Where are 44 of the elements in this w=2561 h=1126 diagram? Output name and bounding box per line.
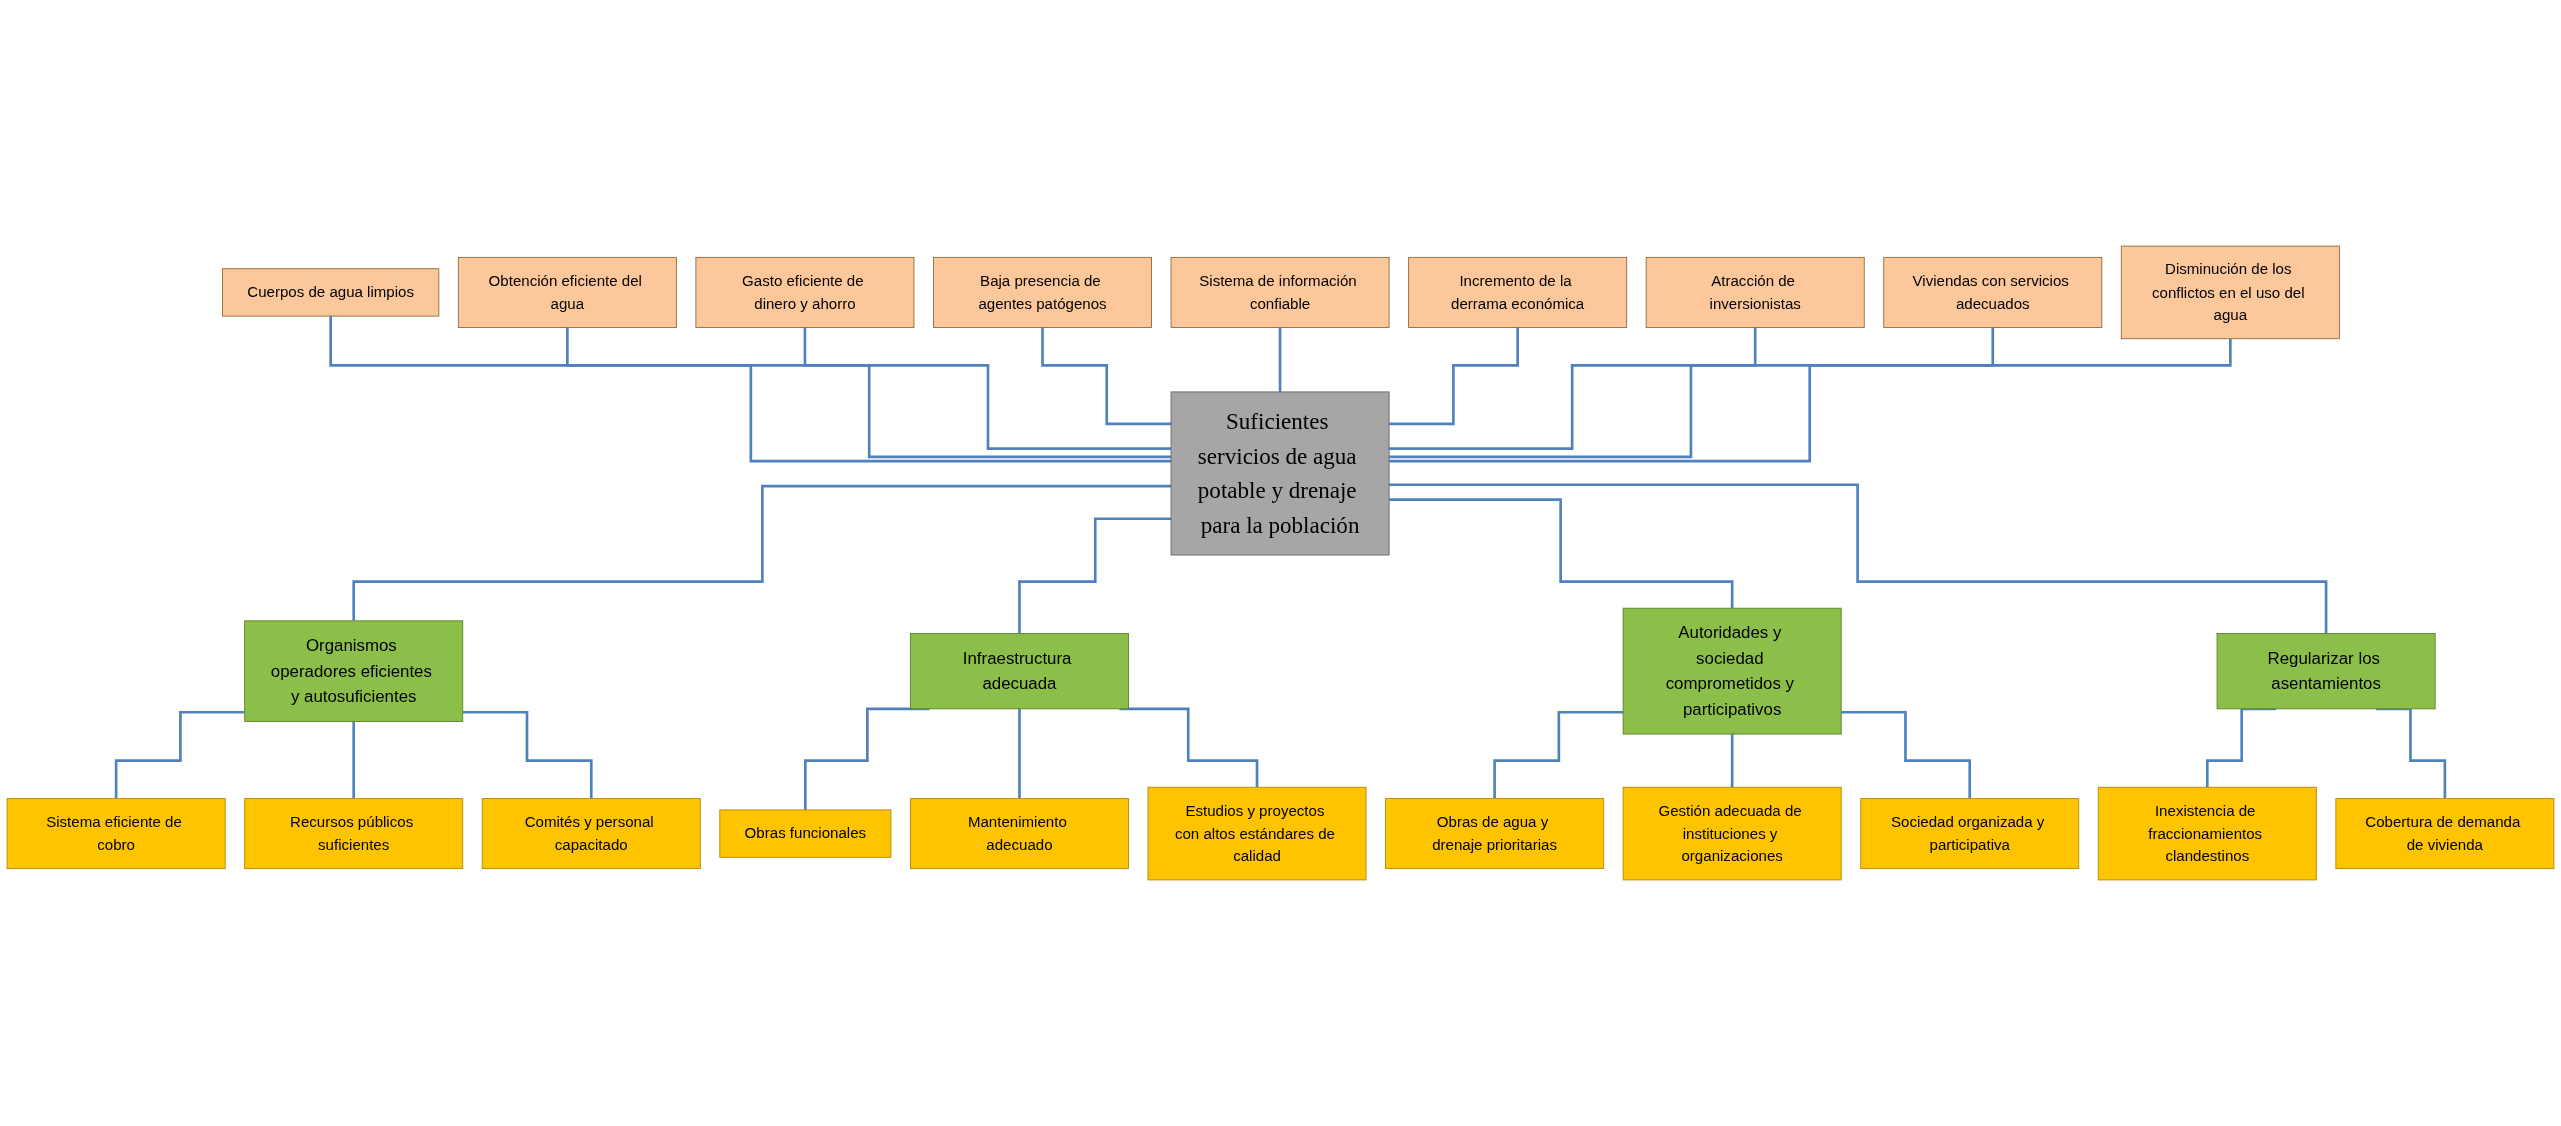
node-box: Cuerpos de agua limpios: [222, 268, 440, 317]
node-box: Obras de agua y drenaje prioritarias: [1385, 798, 1605, 870]
connector: [1493, 710, 1624, 800]
node-box: Viviendas con servicios adecuados: [1883, 256, 2103, 328]
connector: [352, 720, 356, 800]
node-box: Autoridades y sociedad comprometidos y participativos: [1622, 607, 1842, 735]
node-box: Incremento de la derrama económica: [1408, 256, 1628, 328]
node-box: Gasto eficiente de dinero y ahorro: [695, 256, 915, 328]
node-box: Obras funcionales: [719, 809, 892, 858]
connector: [1389, 326, 1519, 426]
connector: [1389, 326, 1995, 459]
node-box: Sistema eficiente de cobro: [6, 798, 226, 870]
connector: [114, 710, 245, 800]
connector: [1018, 707, 1021, 800]
node-box: Atracción de inversionistas: [1645, 256, 1865, 328]
node-box: Suficientes servicios de agua potable y drenaje para la población: [1170, 391, 1390, 556]
connector: [2205, 707, 2277, 789]
connector: [1041, 326, 1172, 426]
node-box: Sociedad organizada y participativa: [1860, 798, 2080, 870]
node-box: Mantenimiento adecuado: [909, 798, 1129, 870]
connector: [1389, 326, 1757, 450]
connector: [462, 710, 593, 800]
node-box: Disminución de los conflictos en el uso del agua: [2120, 245, 2340, 340]
node-box: Infraestructura adecuada: [909, 633, 1129, 710]
connector: [1841, 710, 1972, 800]
connector: [1119, 707, 1259, 789]
node-box: Cobertura de demanda de vivienda: [2335, 798, 2555, 870]
connector: [1389, 483, 2328, 635]
node-box: Estudios y proyectos con altos estándares de calidad: [1147, 786, 1367, 881]
node-box: Sistema de información confiable: [1170, 256, 1390, 328]
connector: [1389, 498, 1734, 610]
connector: [1389, 337, 2232, 463]
connector: [2376, 707, 2447, 800]
node-box: Comités y personal capacitado: [481, 798, 701, 870]
node-box: Recursos públicos suficientes: [244, 798, 464, 870]
node-box: Obtención eficiente del agua: [457, 256, 677, 328]
node-box: Organismos operadores eficientes y autosuficientes: [244, 620, 464, 722]
connector: [803, 326, 1172, 450]
node-box: Inexistencia de fraccionamientos clandestinos: [2097, 786, 2317, 881]
connector: [566, 326, 1172, 459]
node-box: Gestión adecuada de instituciones y organizaciones: [1622, 786, 1842, 881]
connector: [1018, 517, 1172, 635]
node-box: Baja presencia de agentes patógenos: [933, 256, 1152, 328]
node-box: Regularizar los asentamientos: [2216, 633, 2436, 710]
